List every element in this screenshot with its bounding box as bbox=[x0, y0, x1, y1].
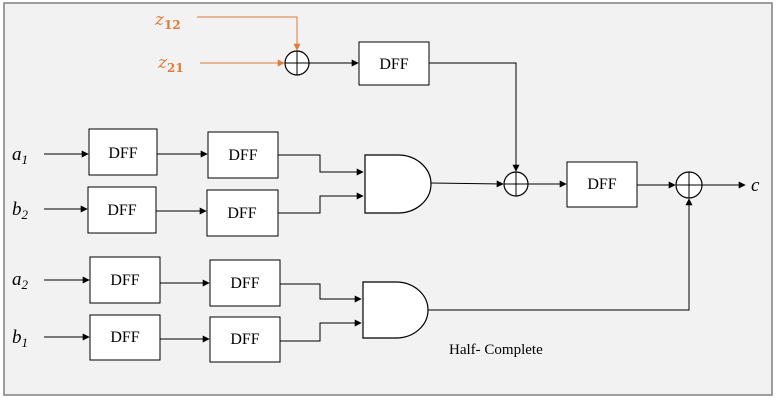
dff-label: DFF bbox=[587, 176, 616, 193]
input-label-b2: b2 bbox=[12, 199, 29, 222]
wire-dff-top-to-xor-mid bbox=[429, 62, 520, 172]
input-label-a1: a1 bbox=[12, 144, 28, 167]
dff-label: DFF bbox=[230, 331, 259, 348]
wire-and-top-to-xor-mid bbox=[430, 180, 504, 188]
xor-gate-output bbox=[675, 171, 703, 199]
dff-label: DFF bbox=[379, 56, 408, 73]
input-label-b1: b1 bbox=[12, 327, 28, 350]
and-gate-bottom bbox=[362, 281, 429, 339]
wire-and-bottom-to-xor-out bbox=[428, 198, 693, 311]
dff-label: DFF bbox=[108, 145, 137, 162]
dff-label: DFF bbox=[110, 272, 139, 289]
wire-b2-to-and-top bbox=[278, 192, 364, 214]
diagram-caption: Half- Complete bbox=[449, 342, 543, 358]
output-label-c: c bbox=[751, 175, 760, 196]
dff-block bbox=[206, 189, 279, 237]
input-label-a2: a2 bbox=[12, 269, 29, 292]
dff-label: DFF bbox=[107, 202, 136, 219]
dff-block bbox=[207, 131, 279, 179]
dff-block bbox=[209, 316, 281, 363]
dff-block bbox=[89, 314, 161, 361]
input-label-z21: z21 bbox=[157, 53, 184, 75]
dff-label: DFF bbox=[110, 329, 139, 346]
dff-label: DFF bbox=[230, 275, 259, 292]
wire-b1-to-and-bottom bbox=[280, 319, 362, 342]
xor-gate-middle bbox=[503, 171, 529, 197]
dff-label: DFF bbox=[227, 205, 256, 222]
xor-gate-top bbox=[284, 50, 310, 76]
dff-label: DFF bbox=[228, 147, 257, 164]
input-label-z12: z12 bbox=[154, 10, 181, 32]
dff-block bbox=[88, 128, 158, 176]
dff-block bbox=[87, 186, 157, 234]
wire-a1-to-and-top bbox=[278, 154, 364, 176]
wire-z12 bbox=[197, 16, 301, 51]
dff-block bbox=[209, 259, 281, 307]
dff-block bbox=[358, 41, 430, 86]
and-gate-top bbox=[364, 154, 432, 214]
wire-a2-to-and-bottom bbox=[280, 283, 362, 303]
dff-block bbox=[89, 256, 161, 304]
dff-block bbox=[566, 161, 638, 208]
